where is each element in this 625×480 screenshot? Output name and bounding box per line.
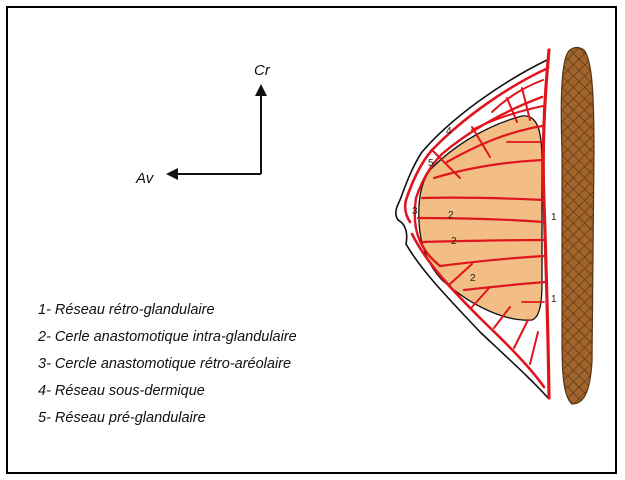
marker-retro-glandular-bottom: 1 xyxy=(551,294,557,305)
marker-sub-dermal: 4 xyxy=(446,126,452,137)
legend-item: 2- Cerle anastomotique intra-glandulaire xyxy=(38,327,297,354)
retro-glandular-vessel xyxy=(543,50,549,398)
orientation-arrows xyxy=(174,92,261,174)
legend-item: 4- Réseau sous-dermique xyxy=(38,381,297,408)
anterior-label: Av xyxy=(136,170,153,187)
marker-pre-glandular: 5 xyxy=(428,158,434,169)
figure-frame: Cr Av 1 1 2 2 2 3 4 5 1- Réseau rétro-gl… xyxy=(6,6,617,474)
marker-retro-glandular-top: 1 xyxy=(551,212,557,223)
cranial-arrowhead-icon xyxy=(255,84,267,96)
connecting-vessel xyxy=(530,332,538,364)
marker-intra-glandular-3: 2 xyxy=(470,273,476,284)
legend-item: 5- Réseau pré-glandulaire xyxy=(38,408,297,435)
marker-retro-areolar: 3 xyxy=(412,206,418,217)
legend: 1- Réseau rétro-glandulaire 2- Cerle ana… xyxy=(38,300,297,435)
cranial-label: Cr xyxy=(254,62,270,79)
pectoral-muscle xyxy=(561,48,594,404)
anterior-arrowhead-icon xyxy=(166,168,178,180)
marker-intra-glandular-1: 2 xyxy=(448,210,454,221)
legend-item: 3- Cercle anastomotique rétro-aréolaire xyxy=(38,354,297,381)
marker-intra-glandular-2: 2 xyxy=(451,236,457,247)
legend-item: 1- Réseau rétro-glandulaire xyxy=(38,300,297,327)
connecting-vessel xyxy=(514,320,528,348)
